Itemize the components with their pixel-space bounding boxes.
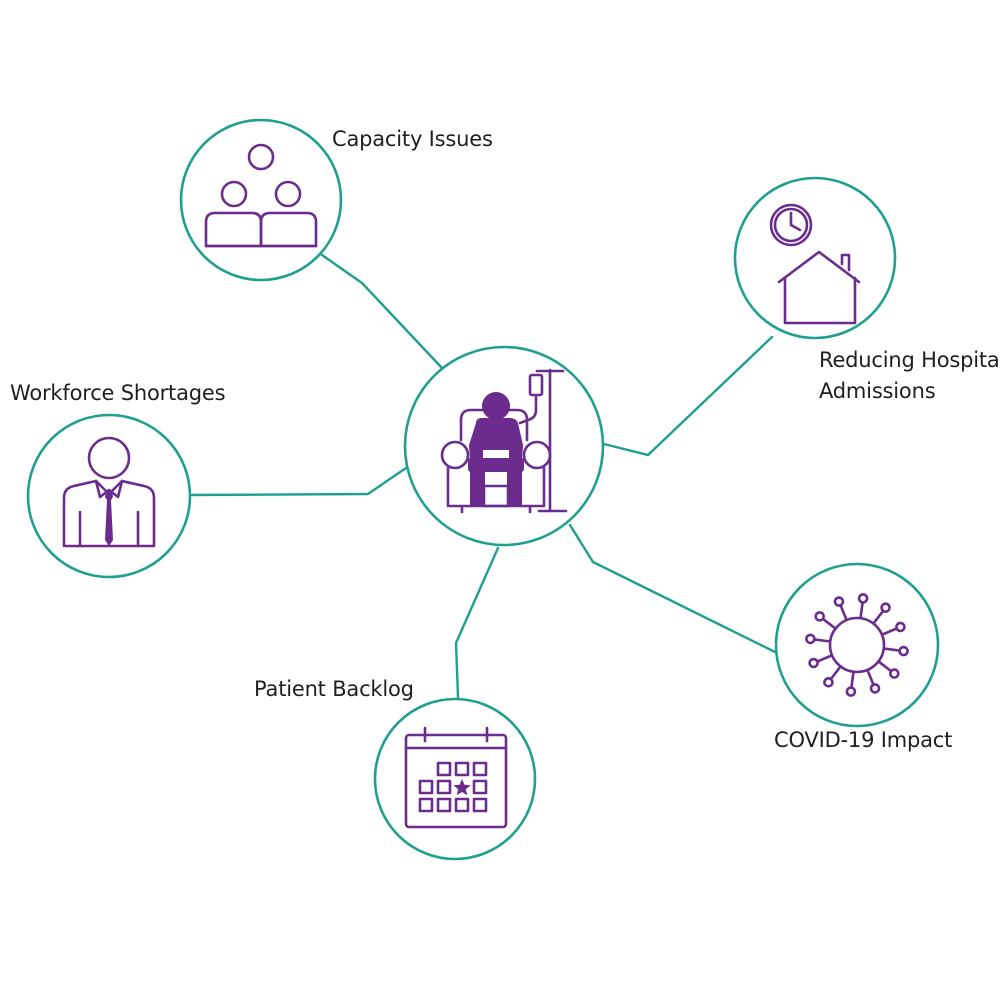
star-icon [453, 779, 471, 796]
connector-backlog [454, 546, 500, 699]
connector-capacity [320, 253, 444, 370]
label-backlog-line: Patient Backlog [254, 677, 414, 701]
connector-covid [568, 523, 777, 654]
center-node [403, 345, 605, 547]
calendar-icon [404, 726, 508, 829]
label-admissions: Reducing Hospital Admissions [819, 345, 1000, 407]
node-capacity [179, 118, 343, 282]
node-workforce [26, 413, 192, 579]
node-admissions [733, 176, 897, 340]
backlog-ring [373, 697, 537, 861]
label-covid-line: COVID-19 Impact [774, 728, 953, 752]
businessman-icon [62, 436, 156, 548]
label-workforce-line: Workforce Shortages [10, 381, 226, 405]
connector-admissions [602, 335, 774, 457]
label-capacity-line: Capacity Issues [332, 127, 493, 151]
people-hierarchy-icon [204, 143, 318, 248]
patient-infusion-icon [440, 368, 568, 514]
connector-workforce [190, 466, 408, 497]
label-admissions-line-2: Admissions [819, 379, 936, 403]
label-workforce: Workforce Shortages [10, 378, 226, 409]
label-backlog: Patient Backlog [254, 674, 414, 705]
covid-ring [774, 562, 940, 728]
connectors [190, 253, 777, 699]
capacity-ring [179, 118, 343, 282]
admissions-ring [733, 176, 897, 340]
house-clock-icon [769, 203, 861, 325]
label-admissions-line-1: Reducing Hospital [819, 348, 1000, 372]
node-covid [774, 562, 940, 728]
node-backlog [373, 697, 537, 861]
virus-icon [805, 593, 909, 697]
label-capacity: Capacity Issues [332, 124, 493, 155]
label-covid: COVID-19 Impact [774, 725, 952, 756]
